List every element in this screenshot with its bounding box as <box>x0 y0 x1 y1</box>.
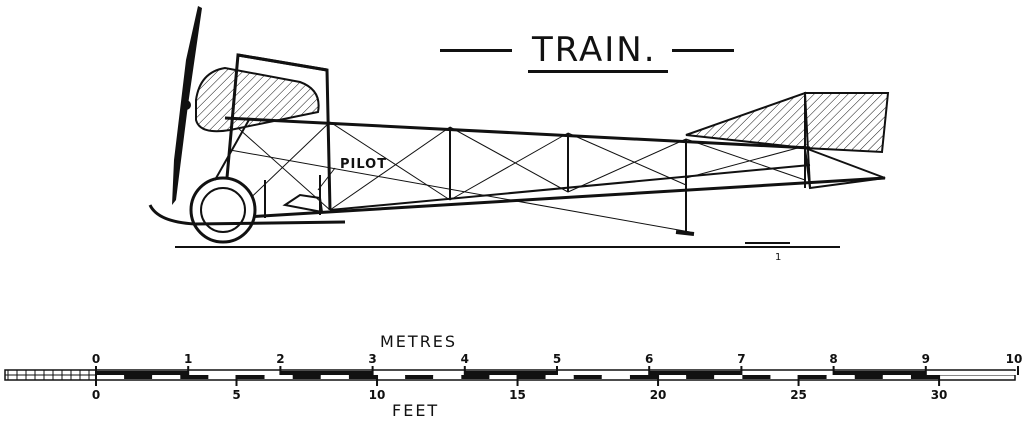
pilot-pointer <box>317 167 336 191</box>
metre-segment <box>833 371 926 375</box>
metre-tick-label: 1 <box>184 352 193 366</box>
feet-segment <box>124 375 153 379</box>
metre-segment <box>557 371 650 375</box>
feet-segment <box>96 375 125 379</box>
feet-segment <box>236 375 265 379</box>
scale-bar <box>4 366 1019 386</box>
feet-tick-label: 20 <box>649 388 667 402</box>
feet-segment <box>910 375 940 379</box>
title-block: TRAIN. <box>440 30 740 80</box>
metre-segment <box>464 371 557 375</box>
metre-segment <box>925 371 1018 375</box>
metre-segment <box>741 371 834 375</box>
metre-segment <box>280 371 373 375</box>
engine-cowl <box>195 66 320 133</box>
metre-tick-label: 8 <box>829 352 838 366</box>
feet-segment <box>686 375 715 379</box>
feet-segment <box>152 375 181 379</box>
feet-tick-label: 5 <box>232 388 241 402</box>
metre-tick-label: 6 <box>645 352 654 366</box>
feet-segment <box>770 375 799 379</box>
feet-segment <box>377 375 406 379</box>
fuselage-mid-longeron <box>329 164 811 211</box>
scale-segments <box>7 370 1018 380</box>
bracing-2b <box>449 132 569 201</box>
feet-segment <box>517 375 546 379</box>
metres-unit-label: METRES <box>380 332 458 351</box>
feet-tick-label: 30 <box>930 388 948 402</box>
undercarriage-strut-1 <box>214 117 251 181</box>
feet-segment <box>714 375 743 379</box>
drawing-title: TRAIN. <box>532 30 657 70</box>
feet-segment <box>629 375 659 379</box>
feet-tick-label: 10 <box>368 388 386 402</box>
feet-segment <box>180 375 209 379</box>
feet-segment <box>826 375 855 379</box>
feet-segment <box>320 375 349 379</box>
wire-long <box>229 149 691 233</box>
metre-tick-label: 4 <box>460 352 469 366</box>
feet-segment <box>601 375 630 379</box>
metre-tick-label: 2 <box>276 352 285 366</box>
bracing-6 <box>237 121 331 211</box>
feet-segment <box>573 375 602 379</box>
feet-segment <box>348 375 378 379</box>
metre-tick-label: 9 <box>921 352 930 366</box>
metre-segment <box>96 371 189 375</box>
feet-tick-label: 25 <box>790 388 807 402</box>
feet-segment <box>208 375 237 379</box>
feet-tick-label: 15 <box>509 388 526 402</box>
pilot-seat <box>282 193 324 214</box>
scale-ticks <box>95 366 1019 386</box>
fuselage-bottom-longeron <box>229 176 886 220</box>
feet-segment <box>433 375 462 379</box>
feet-segment <box>742 375 771 379</box>
bracing-1b <box>329 126 451 211</box>
metre-segment <box>372 371 465 375</box>
metre-segment <box>649 371 742 375</box>
bracing-4a <box>685 138 806 181</box>
feet-segment <box>798 375 827 379</box>
tail-post <box>804 92 811 189</box>
tailplane <box>685 91 806 150</box>
feet-unit-label: FEET <box>392 401 440 420</box>
bracing-4b <box>685 145 806 179</box>
rudder <box>804 92 890 154</box>
tail-skid-frame <box>803 146 886 190</box>
metre-tick-label: 7 <box>737 352 746 366</box>
wheel-inner <box>200 187 246 233</box>
feet-segment <box>489 375 518 379</box>
rear-skid <box>675 230 695 236</box>
title-dash-left <box>440 49 512 52</box>
title-dash-right <box>672 49 734 52</box>
bracing-1a <box>329 121 451 201</box>
feet-segment <box>461 375 490 379</box>
feet-segment <box>854 375 883 379</box>
fuselage-top-longeron <box>224 116 811 150</box>
cabane-top <box>237 53 328 72</box>
feet-segment <box>405 375 434 379</box>
feet-segment <box>545 375 574 379</box>
feet-segment <box>264 375 293 379</box>
metre-tick-label: 10 <box>1005 352 1023 366</box>
feet-tick-label: 0 <box>91 388 101 402</box>
feet-segment <box>292 375 321 379</box>
feet-segment <box>882 375 911 379</box>
bracing-3b <box>567 138 687 193</box>
metre-tick-label: 3 <box>368 352 377 366</box>
propeller-hub <box>181 100 191 110</box>
bracing-2a <box>449 126 569 193</box>
bracing-3a <box>567 132 687 186</box>
small-mark-label: 1 <box>775 252 782 263</box>
metre-segment <box>188 371 281 375</box>
front-skid <box>148 204 346 226</box>
feet-segment <box>658 375 687 379</box>
title-underline <box>528 70 668 73</box>
metre-tick-label: 5 <box>552 352 562 366</box>
pilot-label: PILOT <box>340 157 388 172</box>
metre-tick-label: 0 <box>91 352 101 366</box>
